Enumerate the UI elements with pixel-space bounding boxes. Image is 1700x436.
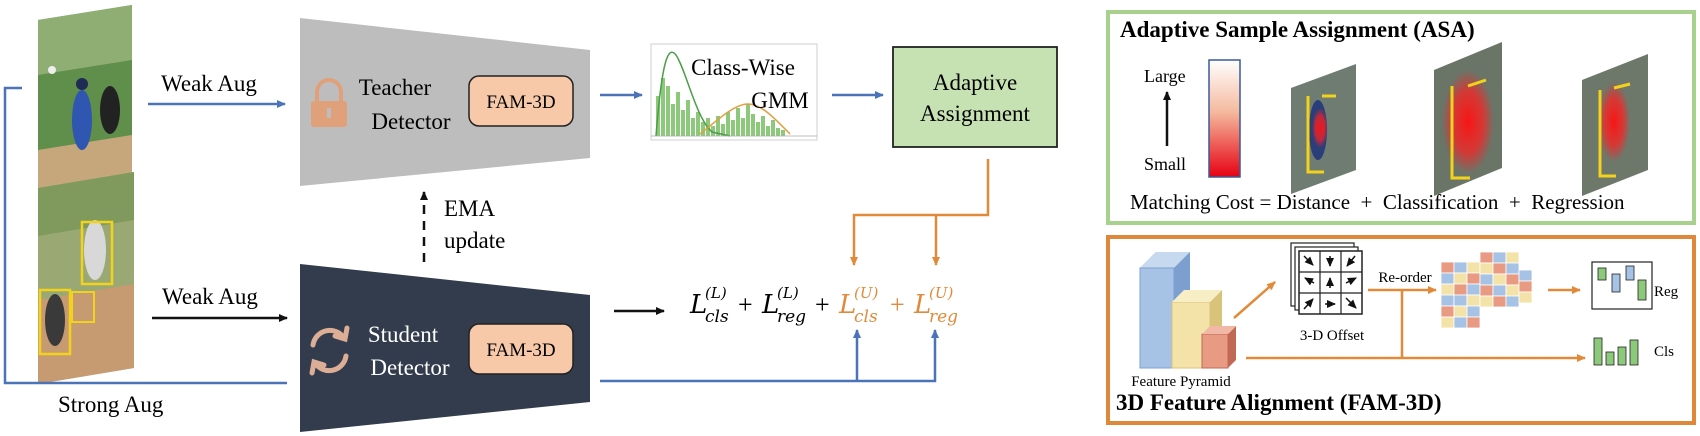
matching-cost-formula: Matching Cost = Distance + Classificatio… bbox=[1130, 190, 1625, 214]
reg-label: Reg bbox=[1654, 284, 1679, 300]
feature-pyramid-icon bbox=[1139, 252, 1236, 369]
refresh-icon bbox=[309, 325, 350, 376]
asa-large-label: Large bbox=[1144, 66, 1186, 86]
loss-reg-u: L bbox=[913, 290, 931, 320]
student-detector bbox=[300, 264, 590, 432]
adaptive-assignment-box bbox=[892, 46, 1058, 148]
asa-title: Adaptive Sample Assignment (ASA) bbox=[1120, 17, 1475, 42]
asa-small-label: Small bbox=[1144, 154, 1186, 174]
loss-cls-u: L bbox=[838, 290, 856, 320]
ema-label-line1: EMA bbox=[444, 196, 496, 221]
loss-reg-u-sub: reg bbox=[929, 307, 958, 327]
loss-reg-l-sup: (L) bbox=[777, 284, 799, 302]
loss-plus-2: + bbox=[815, 290, 830, 319]
gmm-histogram bbox=[650, 43, 818, 141]
fam-panel bbox=[1106, 235, 1696, 425]
cls-output-icon bbox=[1593, 337, 1639, 366]
assignment-to-loss-arrows bbox=[850, 159, 990, 266]
loss-plus-3: + bbox=[890, 290, 905, 319]
teacher-label-line2: Detector bbox=[371, 109, 451, 134]
student-label-line2: Detector bbox=[370, 355, 450, 380]
adaptive-label-line2: Assignment bbox=[920, 101, 1031, 126]
loss-reg-l-sub: reg bbox=[777, 307, 806, 327]
gmm-label-line2: GMM bbox=[751, 88, 809, 113]
teacher-label-line1: Teacher bbox=[359, 75, 432, 100]
lock-icon bbox=[311, 78, 347, 127]
loss-reg-u-sup: (U) bbox=[929, 284, 953, 302]
cost-colorbar bbox=[1208, 59, 1241, 178]
gmm-label-line1: Class-Wise bbox=[691, 55, 795, 80]
weak-aug-top-label: Weak Aug bbox=[161, 71, 257, 96]
fam-student-box bbox=[468, 323, 574, 375]
cls-label: Cls bbox=[1654, 344, 1674, 360]
fam-teacher-box bbox=[468, 75, 574, 127]
ema-label-line2: update bbox=[444, 228, 505, 253]
student-to-unsup-loss-arrows bbox=[600, 329, 939, 383]
offset-grid bbox=[1290, 242, 1363, 315]
asa-panel bbox=[1106, 10, 1696, 225]
loss-cls-l: L bbox=[689, 290, 707, 320]
strong-aug-label: Strong Aug bbox=[58, 392, 164, 417]
loss-cls-u-sup: (U) bbox=[854, 284, 878, 302]
loss-formula: L (L) cls + L (L) reg + L (U) cls + L (U… bbox=[689, 284, 958, 327]
loss-cls-u-sub: cls bbox=[854, 307, 878, 327]
offset-label: 3-D Offset bbox=[1300, 328, 1365, 344]
regression-heatmap bbox=[1582, 54, 1648, 196]
reorder-label: Re-order bbox=[1378, 270, 1431, 286]
strong-aug-line bbox=[3, 86, 287, 385]
loss-reg-l: L bbox=[761, 290, 779, 320]
loss-cls-l-sub: cls bbox=[705, 307, 729, 327]
pyramid-to-offset-arrow bbox=[1233, 281, 1276, 319]
feature-pyramid-label: Feature Pyramid bbox=[1131, 374, 1231, 390]
student-label-line1: Student bbox=[368, 322, 439, 347]
reordered-features-icon bbox=[1440, 251, 1533, 329]
fam-title: 3D Feature Alignment (FAM-3D) bbox=[1116, 390, 1442, 415]
strong-aug-photo bbox=[38, 172, 134, 384]
loss-plus-1: + bbox=[738, 290, 753, 319]
distance-heatmap bbox=[1291, 64, 1356, 194]
reg-output-icon bbox=[1591, 261, 1653, 310]
classification-heatmap bbox=[1434, 42, 1502, 196]
loss-cls-l-sup: (L) bbox=[705, 284, 727, 302]
teacher-detector bbox=[300, 18, 590, 186]
adaptive-label-line1: Adaptive bbox=[933, 70, 1017, 95]
weak-aug-bottom-label: Weak Aug bbox=[162, 284, 258, 309]
fam-teacher-label: FAM-3D bbox=[486, 92, 555, 113]
fam-student-label: FAM-3D bbox=[486, 340, 555, 361]
